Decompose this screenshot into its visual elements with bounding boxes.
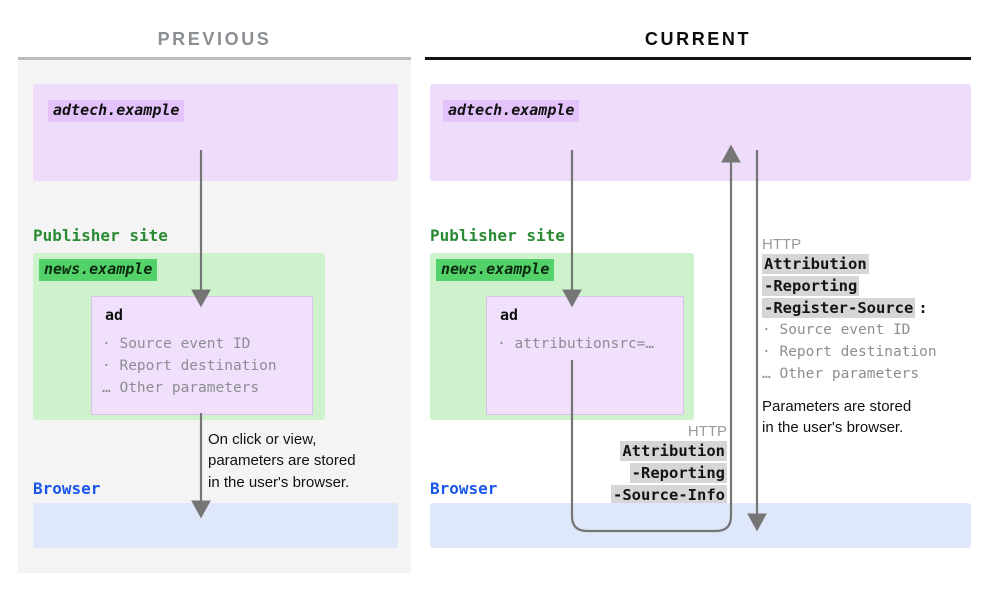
http-register-source-line2: -Reporting [762, 276, 860, 296]
http-register-source-line1: Attribution [762, 254, 869, 274]
panel-previous: adtech.example Publisher site news.examp… [18, 60, 411, 573]
column-title-previous: PREVIOUS [157, 29, 272, 49]
http-source-info-line2-row: -Reporting [611, 462, 727, 484]
http-register-source-kicker: HTTP [762, 236, 802, 253]
publisher-origin-label-current: news.example [436, 259, 555, 282]
http-register-source-block: HTTP Attribution -Reporting -Register-So… [762, 236, 937, 385]
http-source-info-line2: -Reporting [629, 463, 727, 483]
browser-zone-current [430, 503, 971, 548]
http-source-info-block: HTTP Attribution -Reporting -Source-Info [611, 423, 727, 506]
browser-heading-previous: Browser [33, 479, 101, 498]
publisher-heading-previous: Publisher site [33, 226, 168, 245]
u-turn-connector-icon-current-attributionsrc-request [570, 144, 741, 533]
ad-card-title-current: ad [500, 306, 519, 324]
http-register-source-params: · Source event ID · Report destination …… [762, 322, 937, 383]
http-source-info-line1: Attribution [620, 441, 727, 461]
browser-heading-current: Browser [430, 479, 498, 498]
ad-card-params-previous: · Source event ID · Report destination …… [102, 336, 277, 397]
divider-previous [18, 57, 411, 60]
adtech-origin-label-previous: adtech.example [48, 100, 185, 123]
note-previous: On click or view, parameters are stored … [208, 431, 356, 491]
column-title-current: CURRENT [644, 29, 752, 49]
ad-card-title-previous: ad [105, 306, 124, 324]
http-register-source-line1-row: Attribution [762, 253, 937, 275]
publisher-heading-current: Publisher site [430, 226, 565, 245]
http-source-info-line3-row: -Source-Info [611, 484, 727, 506]
adtech-origin-label-current: adtech.example [443, 100, 580, 123]
http-source-info-line1-row: Attribution [611, 440, 727, 462]
http-source-info-kicker: HTTP [687, 423, 727, 440]
browser-zone-previous [33, 503, 398, 548]
http-register-source-line3-row: -Register-Source: [762, 297, 937, 319]
panel-current: adtech.example Publisher site news.examp… [425, 60, 971, 573]
http-register-source-colon: : [918, 299, 928, 317]
http-source-info-line3: -Source-Info [611, 485, 727, 505]
http-register-source-line3: -Register-Source [762, 298, 916, 318]
ad-card-current[interactable]: ad · attributionsrc=… [486, 296, 684, 415]
ad-card-params-current: · attributionsrc=… [497, 336, 655, 352]
divider-current [425, 57, 971, 60]
note-current: Parameters are stored in the user's brow… [762, 398, 912, 437]
http-register-source-line2-row: -Reporting [762, 275, 937, 297]
publisher-origin-label-previous: news.example [39, 259, 158, 282]
